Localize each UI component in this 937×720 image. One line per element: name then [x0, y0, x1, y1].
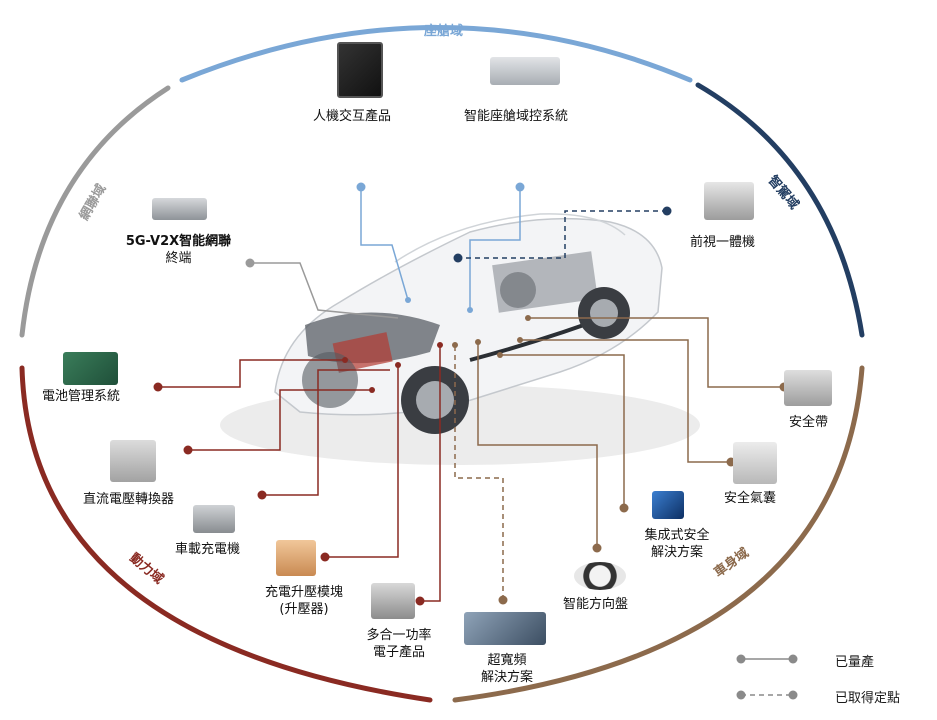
body-domain-arc	[452, 365, 865, 703]
seatbelt-image	[784, 370, 832, 406]
front-camera-image	[704, 182, 754, 220]
boost-label-line2: (升壓器)	[279, 602, 329, 617]
dcdc-converter-image	[110, 440, 156, 482]
uwb-solution-image	[464, 612, 546, 645]
cockpit-domain-arc	[179, 25, 693, 83]
steering-wheel-label: 智能方向盤	[563, 597, 629, 612]
bms-label: 電池管理系統	[42, 389, 121, 404]
legend-solid-line	[736, 654, 798, 664]
dcdc-label: 直流電壓轉換器	[83, 492, 175, 507]
power-domain-arc	[19, 365, 433, 703]
safety-solution-label: 集成式安全 解決方案	[632, 527, 722, 561]
v2x-label-line1: 5G-V2X智能網聯	[125, 234, 232, 249]
cockpit-domain-label: 座艙域	[424, 24, 464, 39]
hmi-display-image	[337, 42, 383, 98]
uwb-label-line2: 解決方案	[480, 670, 533, 685]
legend-mass-production-label: 已量產	[835, 655, 875, 670]
airbag-image	[733, 442, 777, 484]
uwb-solution-label: 超寬頻 解決方案	[467, 652, 547, 686]
cockpit-controller-image	[490, 57, 560, 85]
safety-solution-image	[652, 491, 684, 519]
driving-domain-arc	[695, 82, 865, 338]
safety-label-line1: 集成式安全	[644, 528, 710, 543]
multi-in-one-label: 多合一功率 電子產品	[354, 627, 444, 661]
boost-module-label: 充電升壓模塊 (升壓器)	[256, 584, 352, 618]
multi-in-one-image	[371, 583, 415, 619]
seatbelt-label: 安全帶	[789, 415, 829, 430]
network-domain-arc	[19, 85, 171, 338]
safety-label-line2: 解決方案	[650, 545, 703, 560]
cockpit-controller-label: 智能座艙域控系統	[464, 109, 569, 124]
bms-board-image	[63, 352, 118, 385]
airbag-label: 安全氣囊	[724, 491, 777, 506]
obc-charger-image	[193, 505, 235, 533]
front-camera-label: 前視一體機	[690, 235, 756, 250]
multi-label-line2: 電子產品	[372, 645, 425, 660]
v2x-terminal-image	[152, 198, 207, 220]
steering-wheel-image	[574, 562, 626, 590]
legend-dashed-line	[736, 690, 798, 700]
legend-designated-label: 已取得定點	[835, 691, 901, 706]
multi-label-line1: 多合一功率	[366, 628, 432, 643]
car-illustration	[220, 213, 700, 465]
obc-label: 車載充電機	[175, 542, 241, 557]
v2x-terminal-label: 5G-V2X智能網聯 終端	[116, 233, 241, 267]
uwb-label-line1: 超寬頻	[487, 653, 527, 668]
v2x-label-line2: 終端	[165, 251, 192, 266]
hmi-product-label: 人機交互產品	[313, 109, 392, 124]
boost-label-line1: 充電升壓模塊	[264, 585, 343, 600]
boost-module-image	[276, 540, 316, 576]
